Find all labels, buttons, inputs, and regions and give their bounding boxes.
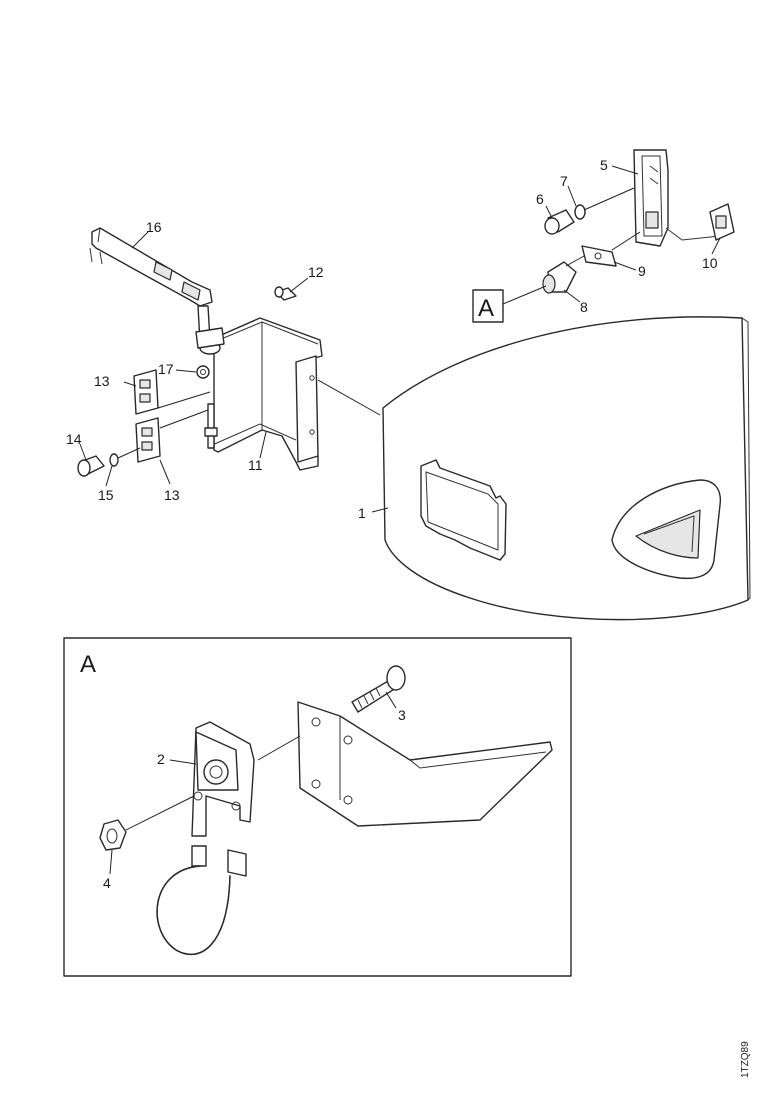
washer-7: [574, 204, 586, 220]
pin-rod: [204, 403, 218, 449]
callout-2: 2: [157, 751, 165, 767]
callout-11: 11: [248, 457, 263, 473]
panel-to-bracket-leader: [317, 379, 381, 416]
detail-ref-label: A: [478, 295, 494, 322]
callout-9: 9: [638, 263, 646, 279]
clip-10: [709, 203, 735, 241]
hinge-13-lower: [135, 417, 161, 463]
plate-9: [581, 245, 617, 267]
lever-arm: [89, 227, 225, 355]
callout-8: 8: [580, 299, 588, 315]
callout-16: 16: [146, 219, 162, 235]
detail-a-frame: [63, 637, 572, 977]
callout-6: 6: [536, 191, 544, 207]
callout-4: 4: [103, 875, 111, 891]
detail-bolt-3: [351, 665, 406, 713]
bolt-6: [544, 209, 575, 235]
callout-leaders: [79, 165, 721, 875]
callout-7: 7: [560, 173, 568, 189]
detail-nut-4: [99, 819, 127, 851]
callout-13-upper: 13: [94, 373, 110, 389]
roller-8: [542, 261, 577, 294]
callout-15: 15: [98, 487, 114, 503]
detail-mounting-plate: [297, 701, 553, 827]
bolt-14: [77, 455, 105, 477]
callout-13-lower: 13: [164, 487, 180, 503]
detail-hook-bracket-2: [156, 721, 255, 955]
screw-12: [274, 286, 297, 301]
callout-17: 17: [158, 361, 174, 377]
latch-plate-5: [633, 149, 721, 247]
nut-17: [196, 365, 210, 379]
callout-1: 1: [358, 505, 366, 521]
mounting-bracket: [209, 317, 323, 471]
drawing-code: 1TZQ89: [740, 1041, 751, 1078]
hinge-13-upper: [133, 369, 159, 415]
detail-a-label: A: [80, 651, 96, 678]
callout-12: 12: [308, 264, 324, 280]
callout-3: 3: [398, 707, 406, 723]
callout-5: 5: [600, 157, 608, 173]
cover-panel: [382, 316, 751, 621]
detail-reference-a: A: [472, 285, 547, 323]
callout-10: 10: [702, 255, 718, 271]
washer-15: [109, 453, 119, 467]
callout-labels: 1 2 3 4 5 6 7 8 9 10 11 12 13 13 14 15 1…: [66, 157, 718, 891]
callout-14: 14: [66, 431, 82, 447]
